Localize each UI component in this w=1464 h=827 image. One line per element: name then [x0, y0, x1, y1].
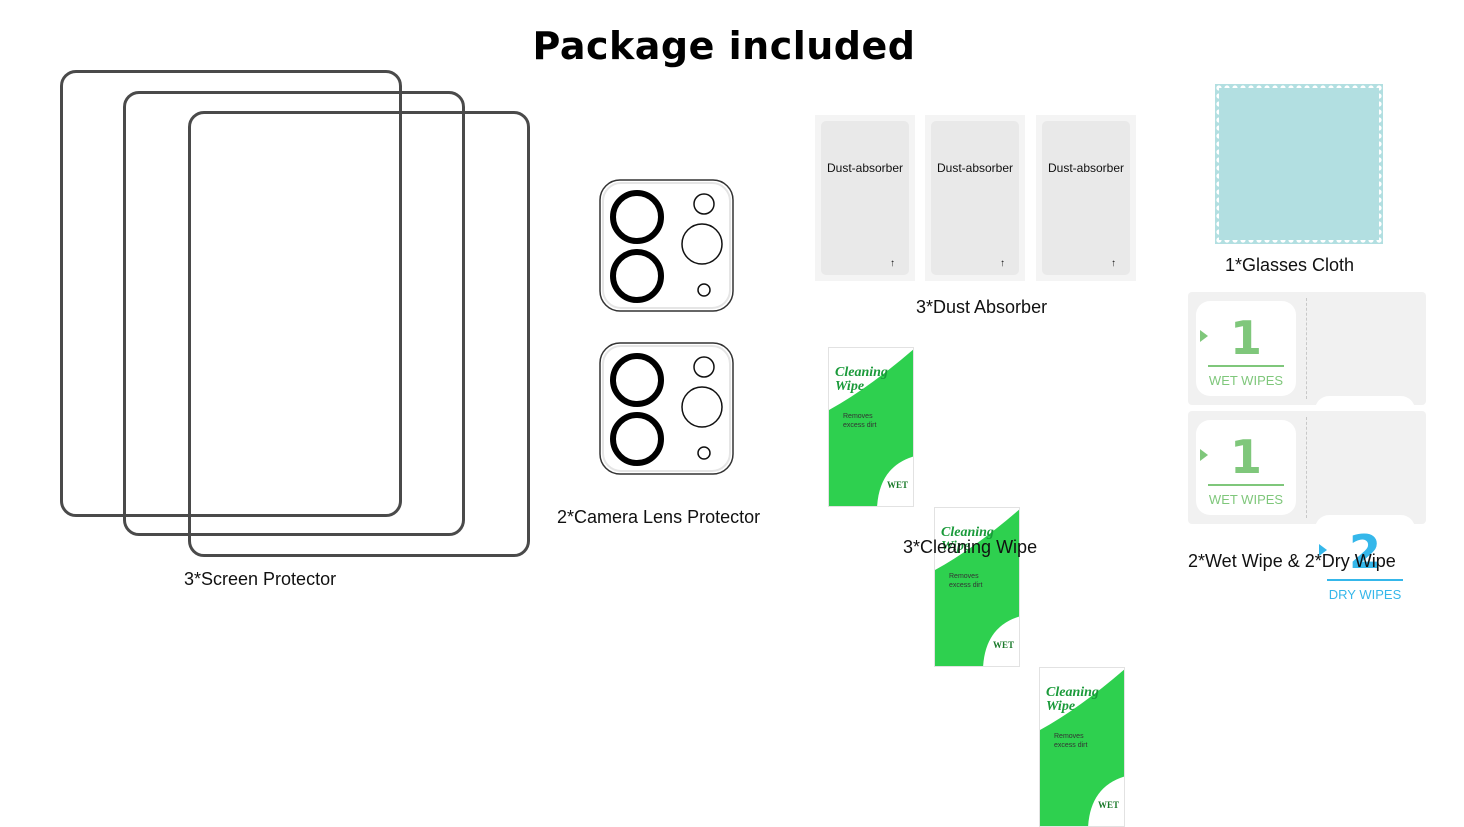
screen-protector-label: 3*Screen Protector [184, 569, 337, 589]
cleaning-wipe-packet: Cleaning Wipe Removes excess dirt WET [934, 507, 1020, 667]
wipe-sub-line2: excess dirt [843, 422, 877, 429]
wet-wipe-text: WET WIPES [1208, 373, 1284, 388]
cleaning-wipe-label: 3*Cleaning Wipe [903, 537, 1038, 557]
wipe-sub-line1: Removes [949, 573, 979, 580]
camera-lens-protector [599, 342, 734, 475]
camera-lens-label: 2*Camera Lens Protector [557, 507, 761, 527]
wipe-tag: WET [993, 640, 1014, 650]
dust-absorber-text: Dust-absorber [826, 161, 904, 175]
wipe-swoosh-graphic: Cleaning Wipe Removes excess dirt WET [1040, 669, 1124, 826]
wet-wipe-tile: 1 WET WIPES [1196, 301, 1296, 396]
dry-wipe-underline [1327, 579, 1403, 581]
wet-wipe-tile: 1 WET WIPES [1196, 420, 1296, 515]
perforation-line [1306, 417, 1307, 518]
wipe-brand-line1: Cleaning [835, 365, 888, 380]
dry-wipe-text: DRY WIPES [1328, 587, 1402, 602]
wipe-brand-line1: Cleaning [941, 525, 994, 540]
wipe-swoosh-graphic: Cleaning Wipe Removes excess dirt WET [829, 349, 913, 506]
glasses-cloth-label: 1*Glasses Cloth [1225, 255, 1355, 275]
wipe-swoosh-graphic: Cleaning Wipe Removes excess dirt WET [935, 509, 1019, 666]
wet-dry-wipe-card: 1 WET WIPES 2 DRY WIPES [1188, 411, 1426, 610]
wet-wipe-number: 1 [1229, 311, 1262, 365]
wet-wipe-underline [1208, 365, 1284, 367]
wipe-sub-line1: Removes [843, 413, 873, 420]
wipe-sub-line2: excess dirt [1054, 742, 1088, 749]
wipe-brand-line2: Wipe [941, 539, 970, 554]
wet-wipe-number: 1 [1229, 430, 1262, 484]
screen-protector-sheet [123, 91, 465, 536]
wipe-tag: WET [887, 480, 908, 490]
play-triangle-icon [1319, 544, 1327, 556]
wipe-brand-line1: Cleaning [1046, 685, 1099, 700]
wet-wipe-underline [1208, 484, 1284, 486]
dust-absorber-sticker: Dust-absorber ↑ [815, 115, 915, 281]
screen-protector-sheet [188, 111, 530, 557]
wipe-brand-line2: Wipe [835, 379, 864, 394]
dust-absorber-sticker: Dust-absorber ↑ [1036, 115, 1136, 281]
dust-absorber-text: Dust-absorber [936, 161, 1014, 175]
dust-absorber-text: Dust-absorber [1047, 161, 1125, 175]
play-triangle-icon [1200, 449, 1208, 461]
screen-protector-sheet [60, 70, 402, 517]
page-title: Package included [532, 24, 916, 68]
wipe-sub-line2: excess dirt [949, 582, 983, 589]
wipe-brand-line2: Wipe [1046, 699, 1075, 714]
wet-dry-wipe-card: 1 WET WIPES 2 DRY WIPES [1188, 292, 1426, 491]
wet-dry-wipe-label: 2*Wet Wipe & 2*Dry Wipe [1188, 551, 1396, 571]
dust-absorber-sticker: Dust-absorber ↑ [925, 115, 1025, 281]
glasses-cloth [1215, 84, 1383, 244]
wipe-tag: WET [1098, 800, 1119, 810]
arrow-up-icon: ↑ [1000, 258, 1005, 269]
dry-wipe-tile: 2 DRY WIPES [1315, 515, 1415, 610]
arrow-up-icon: ↑ [890, 258, 895, 269]
dust-absorber-label: 3*Dust Absorber [916, 297, 1048, 317]
play-triangle-icon [1200, 330, 1208, 342]
perforation-line [1306, 298, 1307, 399]
arrow-up-icon: ↑ [1111, 258, 1116, 269]
wet-wipe-text: WET WIPES [1208, 492, 1284, 507]
cleaning-wipe-packet: Cleaning Wipe Removes excess dirt WET [828, 347, 914, 507]
wipe-sub-line1: Removes [1054, 733, 1084, 740]
camera-lens-protector [599, 179, 734, 312]
cleaning-wipe-packet: Cleaning Wipe Removes excess dirt WET [1039, 667, 1125, 827]
dry-wipe-number: 2 [1348, 525, 1381, 579]
